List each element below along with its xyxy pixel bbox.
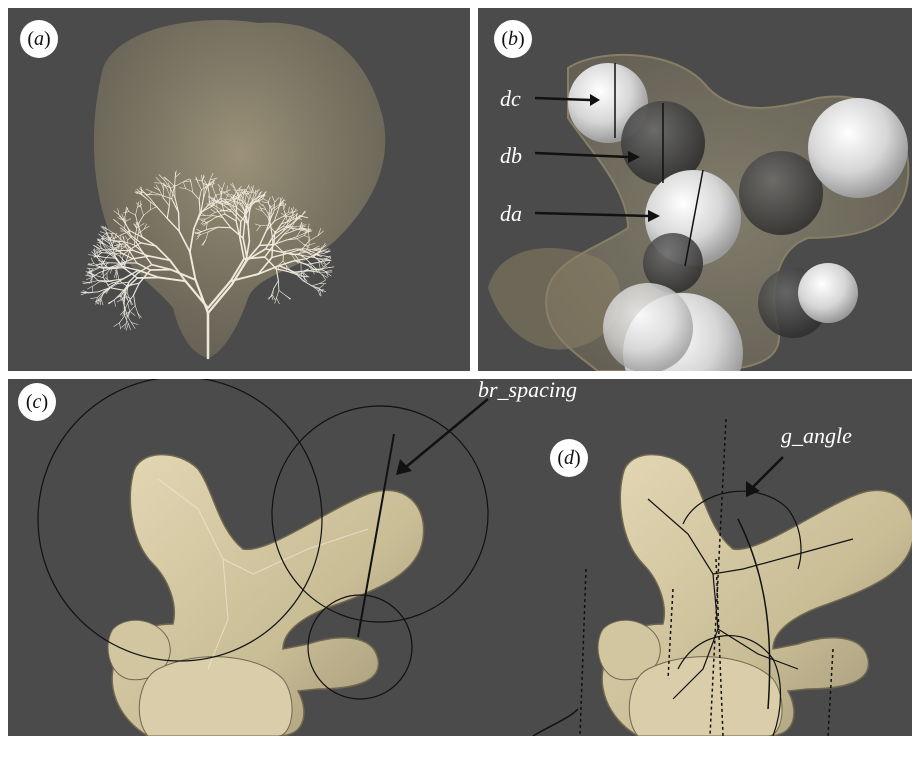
panel-c-badge: (c): [18, 383, 56, 421]
panel-a-label: a: [34, 28, 44, 51]
panel-c-label: c: [33, 391, 42, 414]
panel-a: (a): [8, 8, 470, 371]
sphere-fitting-image: [478, 8, 912, 371]
panel-a-badge: (a): [20, 20, 58, 58]
panel-d-label: d: [564, 447, 574, 470]
label-da: da: [500, 203, 522, 225]
panel-cd: (c) (d) br_spacing g_angle: [8, 379, 912, 736]
arrow-br-spacing: [406, 399, 488, 467]
branch-geometry-image: [8, 379, 912, 736]
panel-b: (b) dc db da: [478, 8, 912, 371]
label-g-angle: g_angle: [781, 425, 852, 447]
panel-d-badge: (d): [550, 439, 588, 477]
label-dc: dc: [500, 88, 521, 110]
panel-b-badge: (b): [494, 20, 532, 58]
branching-structure-image: [8, 8, 470, 371]
arrow-g-angle: [753, 457, 783, 487]
panel-d-tissue: [598, 419, 912, 736]
panel-c-tissue: [108, 455, 424, 736]
label-db: db: [500, 145, 522, 167]
panel-b-label: b: [508, 28, 518, 51]
label-br-spacing: br_spacing: [478, 379, 577, 401]
